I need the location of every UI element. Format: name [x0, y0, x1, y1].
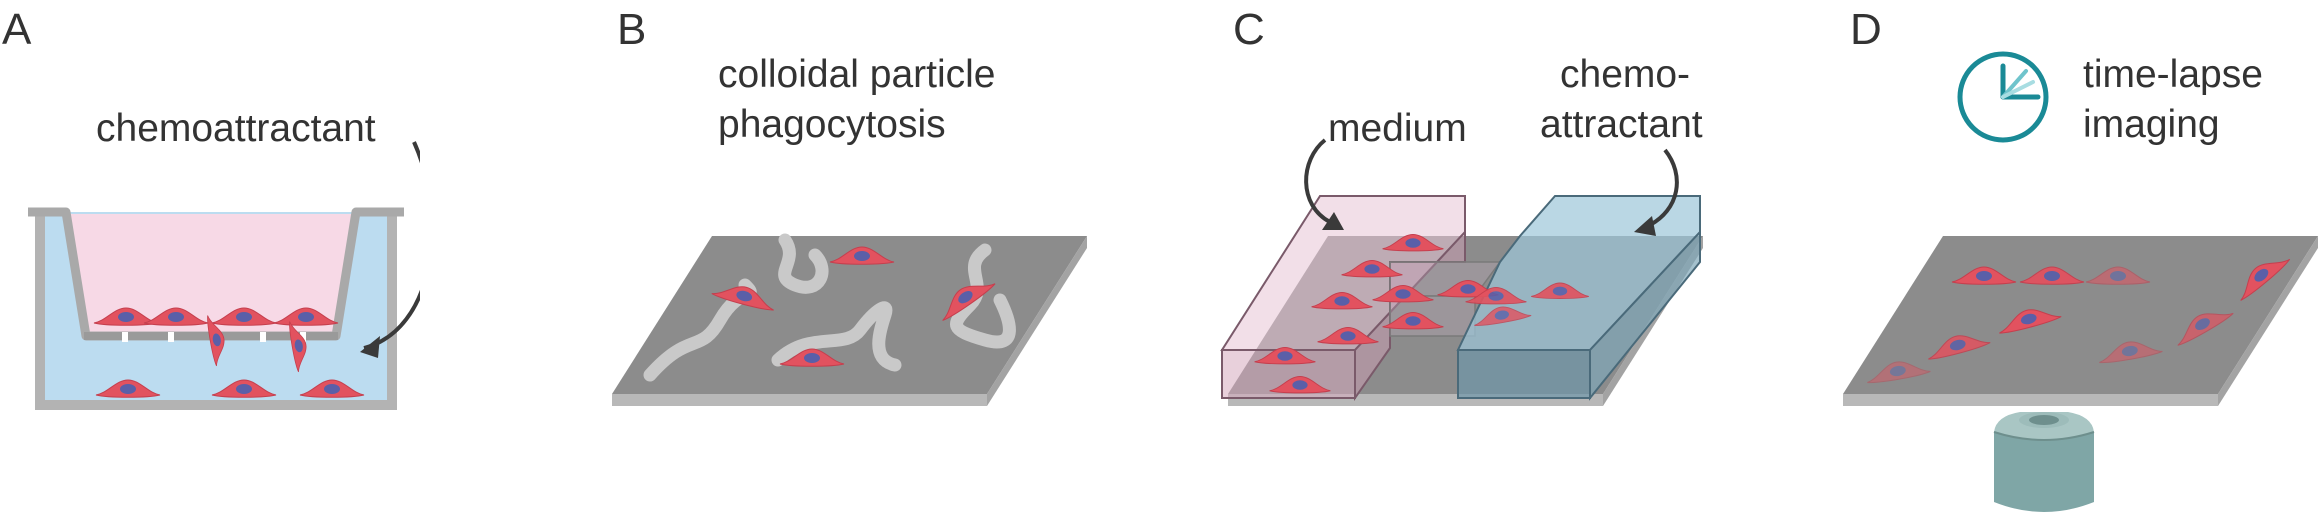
cell-b-9 [829, 246, 895, 265]
cell-b-11 [942, 283, 996, 321]
chemoattractant-label-c-line2: attractant [1540, 103, 1703, 146]
chemoattractant-label-c-line1: chemo- [1560, 53, 1691, 96]
cell-c-22 [1465, 287, 1527, 305]
cell-d-29 [1999, 309, 2062, 334]
cell-c-24 [1531, 282, 1589, 299]
cell-d-26 [2019, 266, 2085, 285]
chemoattractant-label: chemoattractant [96, 107, 376, 150]
time-lapse-label-line2: imaging [2083, 103, 2220, 146]
cell-d-28 [2240, 258, 2291, 301]
cell-a-6 [95, 379, 161, 398]
chemoattractant-arrow [363, 141, 420, 350]
cell-c-14 [1341, 260, 1403, 278]
cell-c-13 [1382, 234, 1444, 252]
well-outline [35, 210, 397, 410]
cell-a-4 [207, 315, 225, 367]
cell-a-1 [143, 307, 209, 326]
cell-d-33 [2099, 341, 2163, 363]
panel-letter-c: C [1233, 5, 1265, 54]
objective-lens [1993, 412, 2095, 512]
cell-d-30 [1928, 335, 1991, 360]
cell-c-17 [1382, 312, 1444, 330]
phagocytosis-label-line2: phagocytosis [718, 103, 946, 146]
cell-d-25 [1951, 266, 2017, 285]
surface-b-top [612, 236, 1087, 394]
particle-trails [643, 233, 1016, 382]
cell-c-16 [1372, 285, 1434, 303]
transwell-diagram [28, 141, 420, 410]
chemoattractant-arrow-c [1647, 148, 1679, 228]
cell-b-12 [779, 348, 845, 367]
cell-a-2 [211, 307, 277, 326]
cell-d-27 [2085, 266, 2151, 285]
panel-letter-a: A [2, 5, 32, 54]
surface-d-top [1843, 236, 2318, 394]
cell-c-23 [1474, 306, 1532, 326]
clock-icon [1957, 51, 2049, 143]
cell-a-3 [273, 307, 339, 326]
chemoattractant-arrowhead-c [1634, 216, 1656, 236]
cell-d-32 [1867, 361, 1931, 383]
time-lapse-label-line1: time-lapse [2083, 53, 2263, 96]
medium-label-c: medium [1328, 107, 1467, 150]
panel-letter-b: B [617, 5, 647, 54]
surface-b-side [987, 236, 1087, 406]
insert-medium [66, 214, 356, 332]
cell-c-19 [1254, 347, 1316, 365]
cell-a-7 [211, 379, 277, 398]
cell-c-18 [1317, 327, 1379, 345]
cell-b-10 [711, 286, 774, 311]
cell-c-15 [1311, 292, 1373, 310]
surface-d-front [1843, 394, 2218, 406]
cell-a-8 [299, 379, 365, 398]
cell-c-20 [1269, 376, 1331, 394]
chemoattractant-arrowhead [360, 336, 380, 358]
medium-arrow [1304, 138, 1332, 224]
cell-a-5 [289, 321, 307, 373]
medium-arrowhead [1322, 212, 1344, 230]
surface-b-front [612, 394, 987, 406]
cell-a-0 [93, 307, 159, 326]
panel-letter-d: D [1850, 5, 1882, 54]
surface-d-side [2218, 236, 2318, 406]
phagocytosis-label-line1: colloidal particle [718, 53, 996, 96]
cell-d-31 [2177, 312, 2234, 346]
